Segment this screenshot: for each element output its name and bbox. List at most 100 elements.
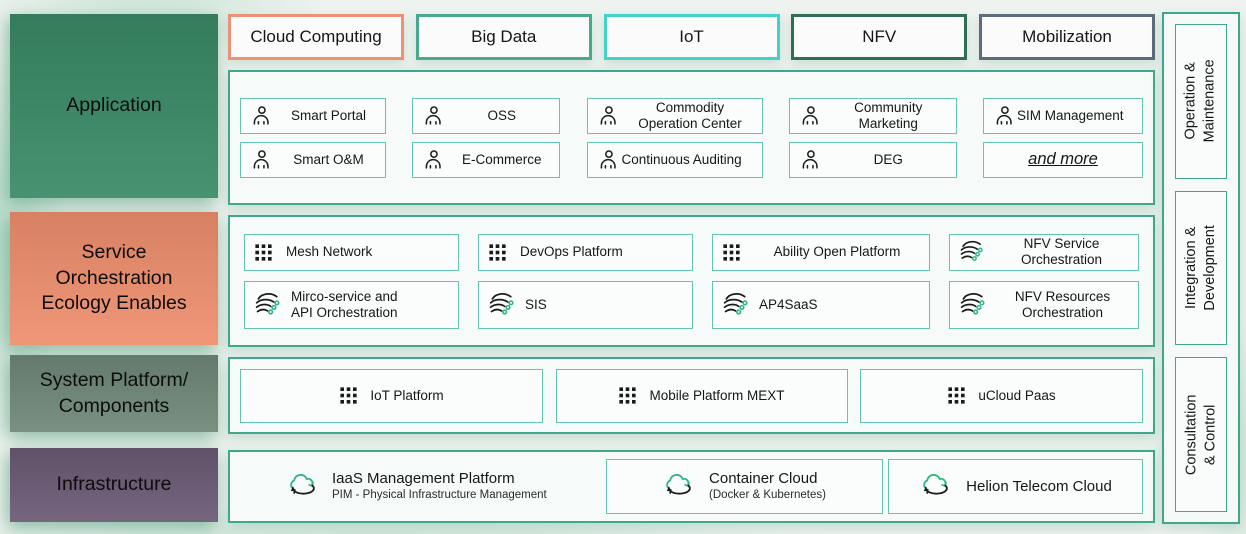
tag-mobilization-label: Mobilization <box>1022 27 1112 46</box>
infra-item-iaas-management-platform: IaaS Management Platform PIM - Physical … <box>240 459 600 514</box>
sidebar-system-platform: System Platform/ Components <box>10 355 218 432</box>
infra-item-label: Helion Telecom Cloud <box>966 477 1112 495</box>
cloud-sync-icon <box>286 474 319 499</box>
app-item-label: E-Commerce <box>461 151 542 167</box>
app-item-continuous-auditing: Continuous Auditing <box>586 141 763 178</box>
sidebar-infrastructure: Infrastructure <box>10 448 218 522</box>
svc-item-label: NFV Resources Orchestration <box>1014 288 1111 320</box>
cloud-sync-icon <box>919 474 952 499</box>
app-item-and-more-label: and more <box>1028 150 1098 168</box>
sys-item-mobile-platform-mext: Mobile Platform MEXT <box>555 368 848 423</box>
rail-label: Operation & Maintenance <box>1183 59 1218 143</box>
tag-nfv-label: NFV <box>862 27 897 46</box>
grid-icon <box>339 386 358 405</box>
rail-operation-maintenance: Operation & Maintenance <box>1175 24 1227 179</box>
infra-item-container-cloud: Container Cloud (Docker & Kubernetes) <box>605 459 883 514</box>
app-item-label: Continuous Auditing <box>621 151 742 167</box>
app-item-sim-management: SIM Management <box>983 97 1143 134</box>
svc-item-sis: SIS <box>478 280 693 329</box>
sidebar-service-orchestration-label: Service Orchestration Ecology Enables <box>41 241 187 315</box>
sys-item-ucloud-paas: uCloud Paas <box>860 368 1143 423</box>
technology-tags-row: Cloud Computing Big Data IoT NFV Mobiliz… <box>228 14 1155 60</box>
person-icon <box>799 149 821 171</box>
rail-consultation-control: Consultation & Control <box>1175 357 1227 513</box>
rail-label: Consultation & Control <box>1183 394 1219 475</box>
sidebar-application-label: Application <box>66 94 162 117</box>
svc-item-devops-platform: DevOps Platform <box>478 233 693 271</box>
person-icon <box>993 105 1015 127</box>
infra-item-sublabel: (Docker & Kubernetes) <box>709 488 826 501</box>
tag-nfv: NFV <box>791 14 968 60</box>
app-item-smart-portal: Smart Portal <box>240 97 386 134</box>
app-item-label: Community Marketing <box>854 99 923 131</box>
cloud-sync-icon <box>662 474 695 499</box>
svc-item-label: Ability Open Platform <box>773 244 901 260</box>
svc-item-mesh-network: Mesh Network <box>244 233 459 271</box>
person-icon <box>597 105 619 127</box>
svc-item-label: Mesh Network <box>286 244 373 260</box>
app-item-smart-oandm: Smart O&M <box>240 141 386 178</box>
app-item-commodity-operation-center: Commodity Operation Center <box>586 97 763 134</box>
app-item-oss: OSS <box>412 97 561 134</box>
sys-item-iot-platform: IoT Platform <box>240 368 543 423</box>
svc-item-microservice-api-orchestration: Mirco-service and API Orchestration <box>244 280 459 329</box>
sidebar-application: Application <box>10 14 218 198</box>
tag-mobilization: Mobilization <box>979 14 1155 60</box>
app-item-label: Smart Portal <box>290 107 367 123</box>
svc-item-ap4saas: AP4SaaS <box>712 280 930 329</box>
app-item-deg: DEG <box>788 141 957 178</box>
person-icon <box>422 149 444 171</box>
grid-icon <box>488 243 507 262</box>
app-item-label: Smart O&M <box>293 151 364 167</box>
infra-item-label: Container Cloud <box>709 470 818 488</box>
tag-big-data-label: Big Data <box>471 27 537 46</box>
infra-item-helion-telecom-cloud: Helion Telecom Cloud <box>888 459 1143 514</box>
flow-icon <box>722 291 750 319</box>
person-icon <box>597 149 619 171</box>
tag-cloud-computing-label: Cloud Computing <box>250 27 382 46</box>
svc-item-ability-open-platform: Ability Open Platform <box>712 233 930 271</box>
sys-item-label: uCloud Paas <box>978 387 1056 403</box>
svc-item-label: DevOps Platform <box>520 244 623 260</box>
tag-big-data: Big Data <box>415 14 592 60</box>
right-rail: Operation & Maintenance Integration & De… <box>1162 12 1240 524</box>
sidebar-system-platform-label: System Platform/ Components <box>39 369 189 417</box>
person-icon <box>250 105 272 127</box>
svc-item-label: SIS <box>525 296 547 312</box>
sys-item-label: Mobile Platform MEXT <box>649 387 785 403</box>
app-item-label: SIM Management <box>1017 107 1124 123</box>
flow-icon <box>488 291 516 319</box>
flow-icon <box>959 239 985 265</box>
app-item-label: Commodity Operation Center <box>638 99 742 131</box>
app-item-and-more: and more <box>983 141 1143 178</box>
app-item-label: DEG <box>873 151 903 167</box>
person-icon <box>422 105 444 127</box>
app-item-label: OSS <box>487 107 516 123</box>
sidebar-infrastructure-label: Infrastructure <box>56 473 172 496</box>
grid-icon <box>618 386 637 405</box>
tag-iot-label: IoT <box>679 27 704 46</box>
system-platform-panel: IoT Platform Mobile Platform MEXT uCloud… <box>228 357 1155 434</box>
svc-item-label: NFV Service Orchestration <box>1020 236 1103 267</box>
application-panel: Smart Portal OSS Commodity Operation Cen… <box>228 70 1155 205</box>
svc-item-label: AP4SaaS <box>759 296 818 312</box>
sys-item-label: IoT Platform <box>370 387 444 403</box>
infrastructure-panel: IaaS Management Platform PIM - Physical … <box>228 450 1155 523</box>
grid-icon <box>722 243 741 262</box>
rail-integration-development: Integration & Development <box>1175 190 1227 346</box>
person-icon <box>250 149 272 171</box>
svc-item-nfv-resources-orchestration: NFV Resources Orchestration <box>949 280 1139 329</box>
sidebar-service-orchestration: Service Orchestration Ecology Enables <box>10 212 218 345</box>
app-item-e-commerce: E-Commerce <box>412 141 561 178</box>
grid-icon <box>254 243 273 262</box>
service-orchestration-panel: Mesh Network DevOps Platform Ability Ope… <box>228 215 1155 347</box>
rail-label: Integration & Development <box>1183 225 1218 311</box>
svc-item-nfv-service-orchestration: NFV Service Orchestration <box>949 233 1139 271</box>
svc-item-label: Mirco-service and API Orchestration <box>291 288 398 320</box>
flow-icon <box>959 291 987 319</box>
flow-icon <box>254 291 282 319</box>
grid-icon <box>947 386 966 405</box>
infra-item-sublabel: PIM - Physical Infrastructure Management <box>332 488 547 501</box>
tag-iot: IoT <box>603 14 780 60</box>
infra-item-label: IaaS Management Platform <box>332 470 515 488</box>
